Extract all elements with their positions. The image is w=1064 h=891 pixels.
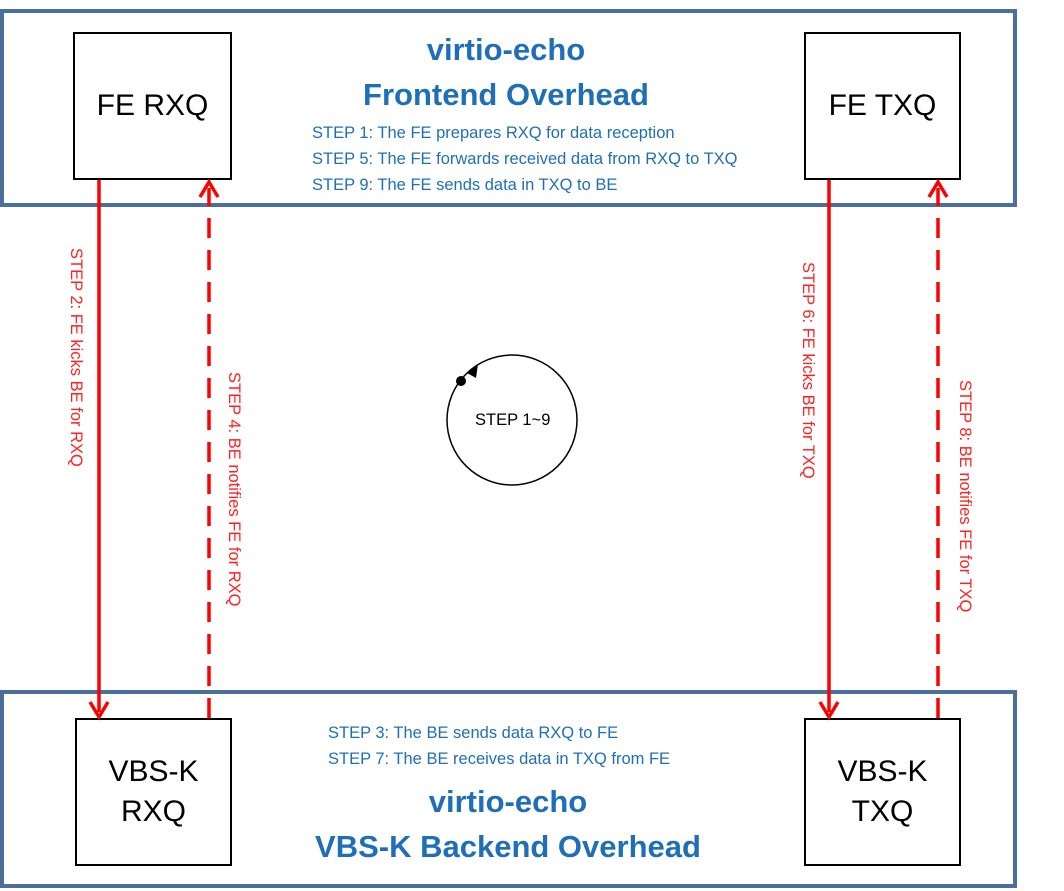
frontend-steps: STEP 1: The FE prepares RXQ for data rec… — [312, 120, 738, 198]
frontend-step-9: STEP 9: The FE sends data in TXQ to BE — [312, 176, 618, 194]
backend-step-7: STEP 7: The BE receives data in TXQ from… — [328, 750, 671, 768]
frontend-step-1: STEP 1: The FE prepares RXQ for data rec… — [312, 124, 675, 142]
step4-label: STEP 4: BE notifies FE for RXQ — [225, 372, 243, 607]
vbsk-rxq-label-line2: RXQ — [120, 795, 186, 828]
backend-title-line1: virtio-echo — [428, 784, 588, 819]
cycle-arrowhead — [467, 364, 478, 378]
step8-arrowhead — [927, 178, 949, 198]
step8-label: STEP 8: BE notifies FE for TXQ — [956, 380, 974, 613]
fe-txq-box: FE TXQ — [804, 32, 961, 180]
vbsk-rxq-box: VBS-K RXQ — [75, 718, 232, 866]
vbsk-txq-label-line2: TXQ — [851, 795, 914, 828]
vbsk-txq-label-line1: VBS-K — [837, 755, 928, 788]
cycle-circle — [446, 354, 578, 486]
cycle-start-dot — [456, 376, 466, 386]
step4-arrowhead — [198, 178, 220, 198]
step6-label: STEP 6: FE kicks BE for TXQ — [799, 262, 817, 479]
frontend-title-line2: Frontend Overhead — [363, 77, 649, 112]
frontend-title-line1: virtio-echo — [426, 32, 586, 67]
vbsk-txq-box: VBS-K TXQ — [804, 718, 961, 866]
backend-step-3: STEP 3: The BE sends data RXQ to FE — [328, 724, 619, 742]
frontend-step-5: STEP 5: The FE forwards received data fr… — [312, 150, 738, 168]
step6-arrowhead — [818, 701, 840, 721]
backend-title-line2: VBS-K Backend Overhead — [315, 829, 701, 864]
fe-rxq-box: FE RXQ — [73, 32, 232, 180]
vbsk-rxq-label-line1: VBS-K — [108, 755, 199, 788]
fe-rxq-label: FE RXQ — [96, 89, 209, 122]
fe-txq-label: FE TXQ — [828, 89, 937, 122]
cycle-label: STEP 1~9 — [475, 411, 551, 429]
step2-arrowhead — [88, 701, 110, 721]
backend-steps: STEP 3: The BE sends data RXQ to FE STEP… — [328, 720, 670, 772]
step2-label: STEP 2: FE kicks BE for RXQ — [67, 248, 85, 467]
